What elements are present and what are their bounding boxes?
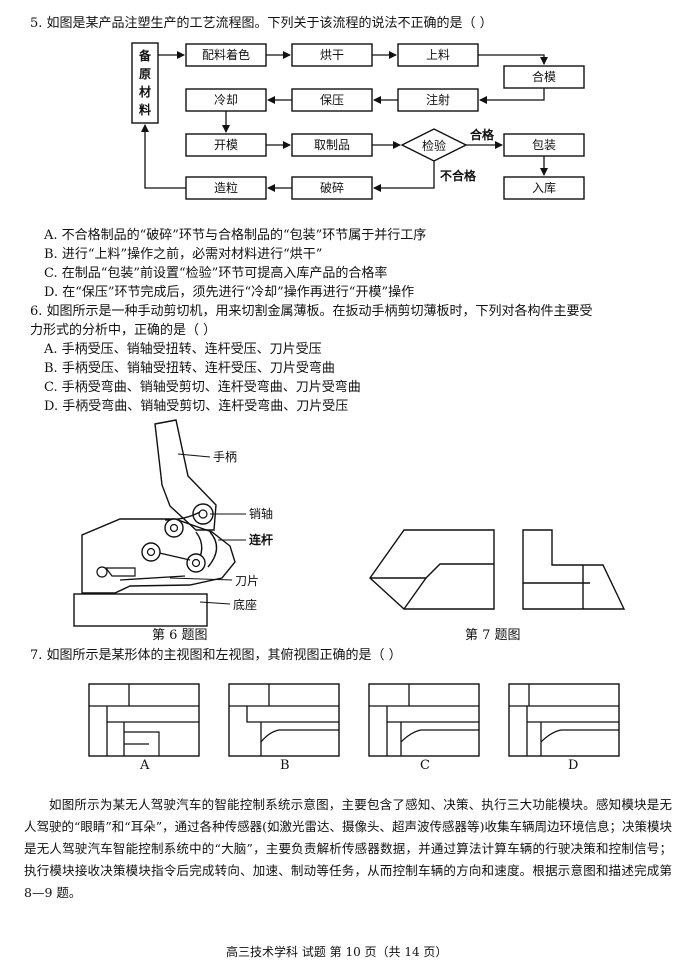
q6-option-b: B. 手柄受压、销轴受扭转、连杆受压、刀片受弯曲 [44, 361, 335, 376]
machine-body [81, 518, 236, 594]
handle [154, 419, 217, 531]
label-ruku: 入库 [532, 180, 556, 195]
q8-9-intro-paragraph: 如图所示为某无人驾驶汽车的智能控制系统示意图，主要包含了感知、决策、执行三大功能… [24, 797, 672, 900]
label-zaoli: 造粒 [214, 180, 238, 195]
label-quzhipin: 取制品 [314, 138, 350, 152]
raw-char-2: 原 [139, 67, 151, 81]
raw-char-3: 材 [138, 84, 151, 99]
q7-choice-c-label: C [420, 758, 430, 773]
q6-stem-line1: 6. 如图所示是一种手动剪切机，用来切割金属薄板。在扳动手柄剪切薄板时，下列对各… [30, 304, 593, 319]
q6-caption: 第 6 题图 [152, 628, 208, 643]
base-block [73, 593, 208, 627]
label-posui: 破碎 [320, 180, 344, 195]
raw-char-1: 备 [138, 48, 152, 63]
choice-d-view [508, 683, 620, 757]
label-zhushe: 注射 [426, 92, 450, 107]
q7-views-figure [369, 529, 626, 610]
label-lengque: 冷却 [214, 93, 238, 107]
box-raw-material [131, 42, 159, 124]
label-buhege: 不合格 [440, 168, 477, 183]
q6-stem-line2: 力形式的分析中，正确的是（ ） [30, 323, 217, 338]
label-jianyan: 检验 [422, 138, 446, 153]
page-footer: 高三技术学科 试题 第 10 页（共 14 页） [226, 945, 448, 959]
label-peiliao: 配料着色 [202, 47, 250, 62]
box-ruku [503, 176, 585, 200]
label-kaimo: 开模 [214, 138, 238, 152]
q5-option-d: D. 在“保压”环节完成后，须先进行“冷却”操作再进行“开模”操作 [44, 285, 415, 300]
q6-option-c: C. 手柄受弯曲、销轴受剪切、连杆受弯曲、刀片受弯曲 [44, 380, 361, 395]
label-pin: 销轴 [249, 506, 273, 521]
raw-char-4: 料 [139, 102, 151, 117]
q5-option-c: C. 在制品“包装”前设置“检验”环节可提高入库产品的合格率 [44, 266, 388, 281]
label-baoya: 保压 [320, 93, 344, 107]
q5-option-a: A. 不合格制品的“破碎”环节与合格制品的“包装”环节属于并行工序 [44, 228, 427, 243]
q7-caption: 第 7 题图 [465, 628, 521, 643]
choice-b-view [228, 683, 340, 757]
label-baozhuang: 包装 [532, 138, 556, 152]
q5-option-b: B. 进行“上料”操作之前，必需对材料进行“烘干” [44, 247, 323, 262]
q7-choice-d-label: D [568, 758, 579, 773]
label-shangliao: 上料 [426, 48, 450, 62]
label-hege: 合格 [470, 127, 495, 142]
q7-choice-a-label: A [140, 758, 150, 773]
left-view [522, 529, 626, 610]
choice-c-view [368, 683, 480, 757]
q6-option-a: A. 手柄受压、销轴受扭转、连杆受压、刀片受压 [44, 342, 322, 357]
label-handle: 手柄 [213, 450, 237, 464]
q5-flowchart: 备 原 材 料 配料着色 烘干 上料 合模 冷却 保压 注射 开模 取制品 检验… [131, 42, 585, 200]
q7-choices [88, 683, 620, 757]
q7-stem: 7. 如图所示是某形体的主视图和左视图，其俯视图正确的是（ ） [30, 648, 402, 663]
label-hemo: 合模 [532, 69, 556, 84]
label-base: 底座 [233, 597, 257, 612]
q6-shear-figure: 手柄 销轴 连杆 刀片 底座 [73, 419, 273, 627]
label-link: 连杆 [249, 532, 273, 547]
label-blade: 刀片 [235, 574, 259, 588]
q5-stem: 5. 如图是某产品注塑生产的工艺流程图。下列关于该流程的说法不正确的是（ ） [30, 16, 493, 31]
main-view [369, 529, 495, 610]
link-rod-a [207, 531, 218, 568]
choice-a-view [88, 683, 200, 757]
q7-choice-b-label: B [280, 758, 290, 773]
label-honggan: 烘干 [320, 48, 344, 62]
q6-option-d: D. 手柄受弯曲、销轴受剪切、连杆受弯曲、刀片受压 [44, 399, 349, 414]
